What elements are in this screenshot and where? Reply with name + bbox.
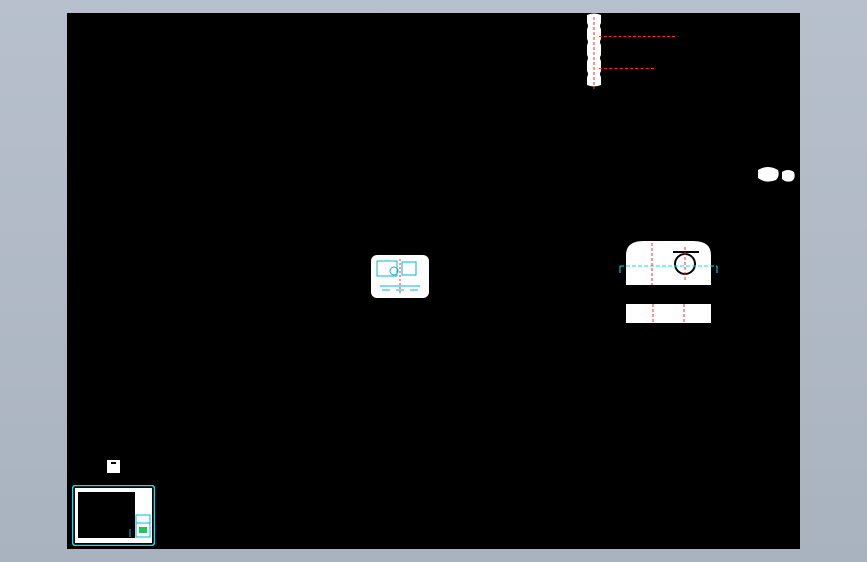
part-front-view-icon[interactable]: [618, 237, 719, 295]
small-square-icon: [107, 460, 120, 473]
part-bottom-view-icon[interactable]: [626, 304, 711, 323]
cad-drawing-viewport[interactable]: [67, 13, 800, 549]
detail-view-icon[interactable]: [370, 254, 430, 299]
centerline-mid: [599, 68, 654, 70]
vertical-part-icon: [585, 13, 685, 93]
small-blob-icon: [756, 164, 798, 184]
centerline-top: [599, 36, 675, 38]
title-block-icon[interactable]: [72, 485, 155, 546]
